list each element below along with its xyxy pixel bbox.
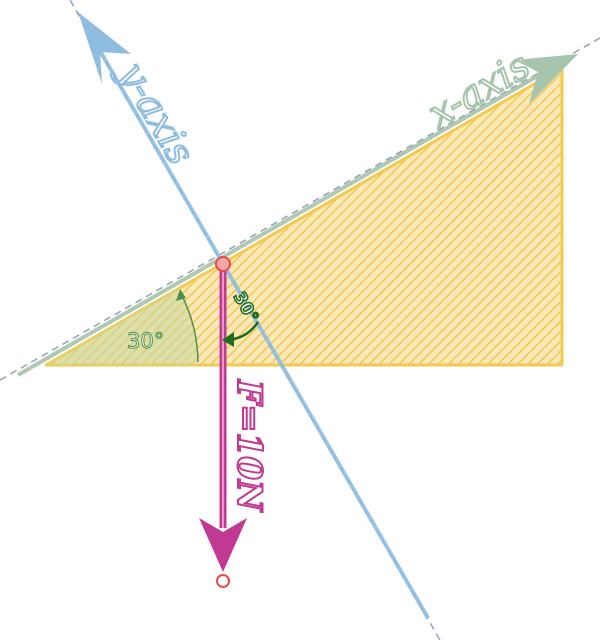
y-axis-label: y-axis: [109, 53, 203, 172]
force-label: F=10N: [229, 379, 269, 513]
x-axis-line: [17, 68, 549, 377]
incline-angle-label: 30°: [127, 329, 164, 353]
force-tip-point: [216, 574, 230, 588]
application-point: [215, 256, 231, 272]
incline-angle-arrow: [176, 289, 186, 301]
y-axis-line: [94, 42, 430, 620]
y-axis-arrowhead: [78, 12, 131, 84]
incline-angle-wedge: [46, 289, 198, 365]
x-axis-arrowhead: [515, 54, 578, 104]
force-angle-arrow: [222, 332, 234, 347]
force-arrowhead: [199, 518, 247, 572]
